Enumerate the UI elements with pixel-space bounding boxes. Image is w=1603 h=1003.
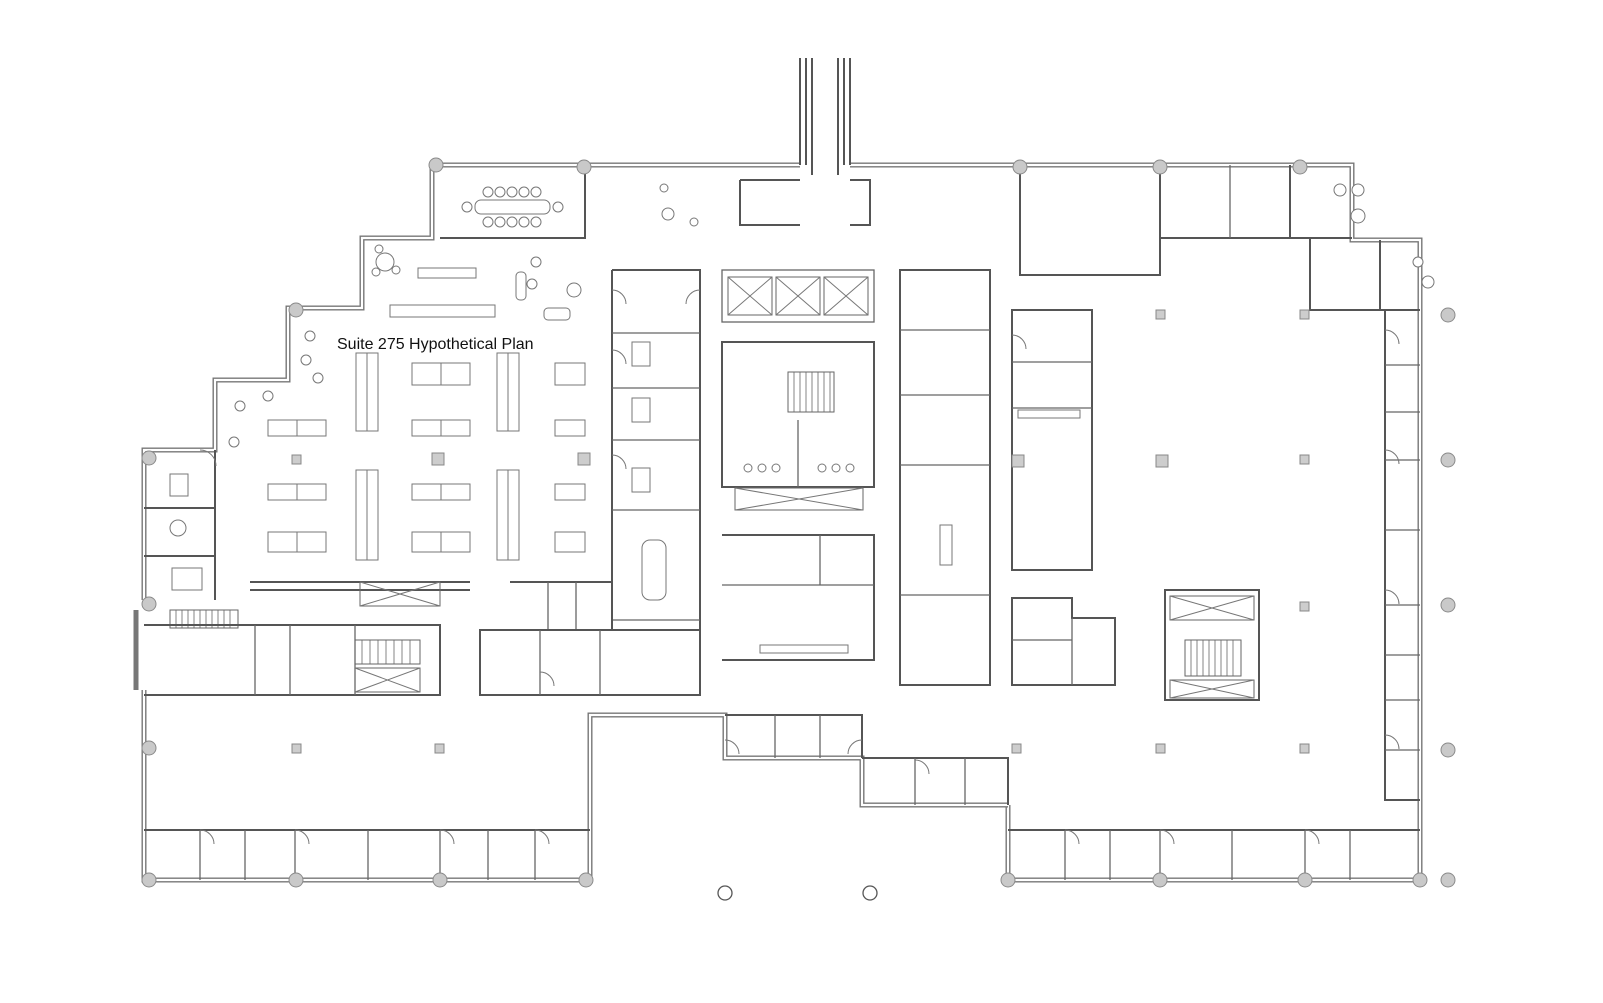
east-offices	[144, 165, 1435, 880]
doors	[199, 289, 1400, 845]
core-rooms	[722, 179, 875, 661]
suite-275: Suite 275 Hypothetical Plan	[144, 170, 701, 696]
columns	[141, 157, 1456, 901]
suite-label: Suite 275 Hypothetical Plan	[337, 336, 534, 353]
workstations-row-2	[267, 469, 586, 561]
workstations-row-1	[267, 352, 586, 437]
stairs-shafts	[144, 269, 1260, 701]
